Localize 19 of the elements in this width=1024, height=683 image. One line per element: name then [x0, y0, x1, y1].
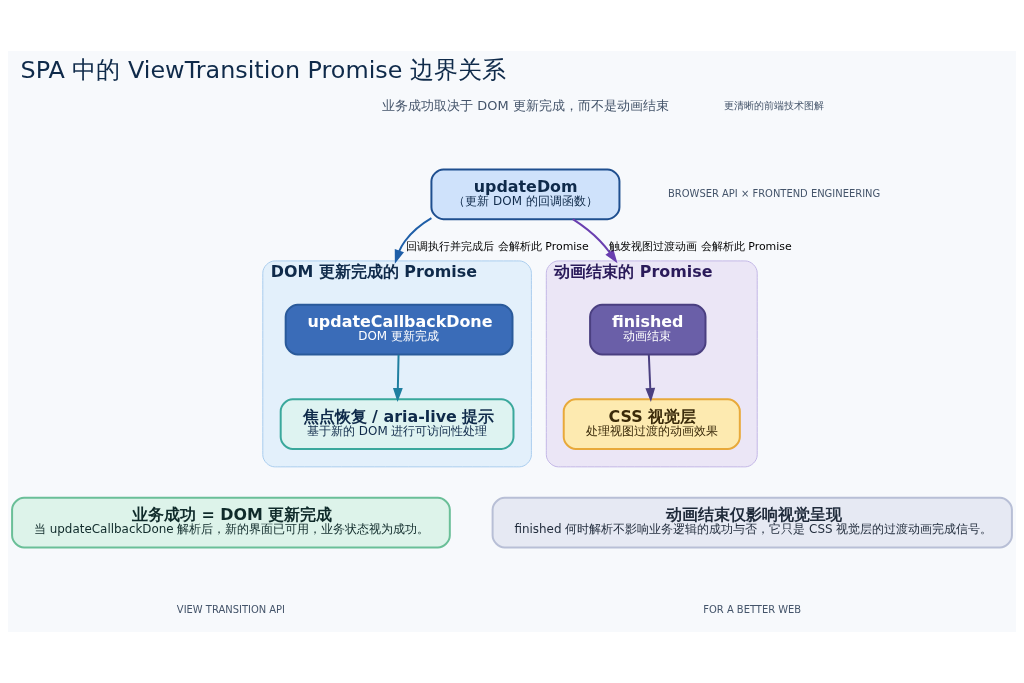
label: BROWSER API × FRONTEND ENGINEERING	[668, 187, 881, 199]
node-box: CSS 视觉层 处理视图过渡的动画效果	[562, 398, 741, 450]
node-box: finished 动画结束	[589, 303, 707, 356]
label: FOR A BETTER WEB	[703, 603, 802, 615]
node-box: 业务成功 = DOM 更新完成 当 updateCallbackDone 解析后，新的界面已可用，业务状态视为成功。	[11, 496, 451, 549]
arrow	[571, 218, 618, 264]
node-box: 焦点恢复 / aria-live 提示 基于新的 DOM 进行可访问性处理	[279, 398, 515, 450]
arrow	[392, 353, 403, 402]
label: VIEW TRANSITION API	[176, 603, 286, 615]
label: 更清晰的前端技术图解	[724, 100, 825, 112]
edge-label: 回调执行并完成后 会解析此 Promise	[406, 239, 589, 253]
arrow	[645, 353, 656, 402]
node-box: 动画结束仅影响视觉呈现 finished 何时解析不影响业务逻辑的成功与否，它只是 CSS 视觉层的过渡动画完成信号。	[491, 496, 1013, 549]
node-box: updateDom （更新 DOM 的回调函数）	[430, 168, 621, 221]
label: 业务成功取决于 DOM 更新完成，而不是动画结束	[382, 98, 669, 114]
node-box: updateCallbackDone DOM 更新完成	[284, 303, 514, 356]
diagram-title: SPA 中的 ViewTransition Promise 边界关系	[20, 56, 507, 85]
arrow	[394, 217, 433, 264]
edge-label: 触发视图过渡动画 会解析此 Promise	[609, 239, 792, 253]
